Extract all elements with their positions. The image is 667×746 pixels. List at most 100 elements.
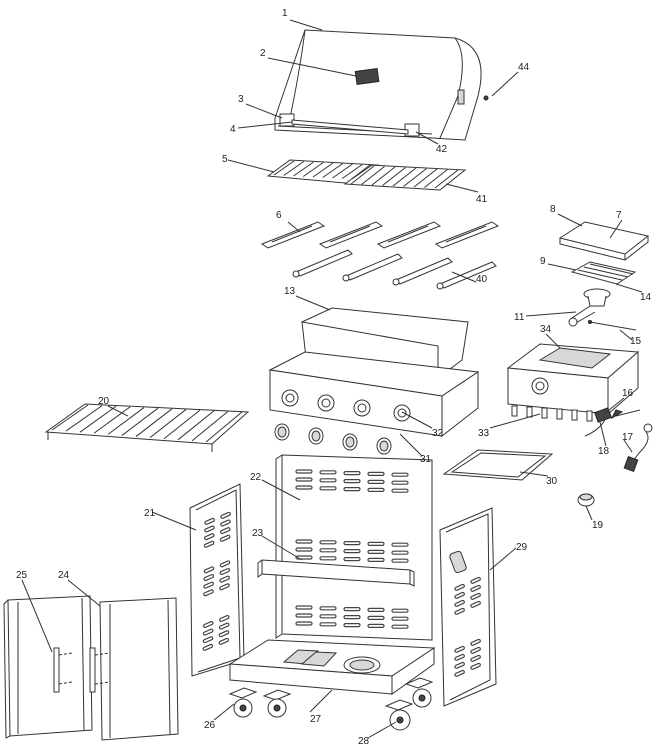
vent-slot — [367, 541, 385, 547]
valve-pin — [541, 407, 548, 419]
part-lid-side-bracket — [457, 89, 465, 105]
vent-slot — [295, 469, 313, 474]
vent-slot — [295, 613, 313, 618]
part-casters — [228, 677, 434, 731]
vent-slot — [319, 486, 337, 491]
control-knob-face — [277, 426, 287, 438]
label-1: 1 — [282, 8, 288, 19]
knob-hole — [357, 403, 367, 413]
grate-bar — [312, 162, 334, 178]
label-15: 15 — [630, 336, 642, 347]
grate-bar — [350, 165, 375, 185]
vent-slot — [343, 479, 361, 484]
grate-bar — [392, 167, 417, 187]
vent-slot — [203, 620, 214, 628]
grate-bar — [424, 169, 448, 188]
heat-shield-ridge — [271, 225, 313, 243]
vent-slot — [391, 616, 409, 621]
vent-slot — [391, 558, 409, 563]
part-side-burner-assembly — [558, 221, 650, 331]
label-44: 44 — [518, 62, 530, 73]
knob-hole — [397, 408, 407, 418]
label-42: 42 — [436, 144, 448, 155]
part-cap — [577, 493, 595, 507]
label-9: 9 — [540, 256, 546, 267]
vent-slot — [319, 478, 337, 483]
part-warming-rack — [44, 403, 250, 452]
vent-slot — [343, 540, 361, 546]
part-doors — [3, 595, 179, 741]
heat-shield — [260, 221, 326, 249]
burner-end — [436, 282, 444, 290]
vent-slot — [203, 574, 215, 582]
knob-hole — [285, 393, 295, 403]
control-knob-face — [311, 430, 321, 442]
part-burners — [292, 249, 497, 290]
vent-slot — [319, 548, 337, 553]
grate-bar — [371, 166, 396, 186]
burner-end — [292, 270, 300, 278]
vent-slot — [470, 592, 481, 600]
valve-pin — [586, 410, 593, 422]
label-20: 20 — [98, 396, 110, 407]
label-28: 28 — [358, 736, 370, 746]
vent-slot — [470, 646, 481, 654]
burner-end — [392, 278, 400, 286]
vent-slot — [367, 471, 385, 476]
grate-bar — [302, 162, 324, 177]
vent-slot — [204, 525, 215, 533]
label-19: 19 — [592, 520, 604, 531]
vent-slot — [454, 669, 465, 677]
part-back-panel — [275, 454, 433, 641]
vent-slot — [219, 614, 230, 622]
part-lid-screw — [483, 95, 489, 101]
vent-slot — [454, 653, 465, 661]
burner-end — [342, 274, 350, 282]
rack-wire — [79, 405, 117, 433]
rack-wire — [163, 409, 201, 440]
part-cross-brace — [257, 559, 415, 587]
vent-slot — [470, 576, 481, 584]
heat-shield-ridge — [387, 225, 429, 243]
vent-slot — [202, 636, 214, 644]
label-13: 13 — [284, 286, 296, 297]
vent-slot — [295, 485, 313, 490]
vent-slot — [343, 548, 361, 554]
vent-slot — [391, 608, 409, 613]
vent-slot — [367, 479, 385, 484]
burner-tube — [295, 249, 353, 277]
label-25: 25 — [16, 570, 28, 581]
grate-bar — [434, 169, 459, 189]
label-41: 41 — [476, 194, 488, 205]
vent-slot — [470, 600, 481, 608]
grate-bar — [332, 163, 353, 179]
vent-slot — [367, 623, 385, 629]
grate-bar — [283, 161, 305, 176]
part-bottom-shelf — [228, 639, 436, 695]
rack-wire — [135, 408, 173, 437]
label-34: 34 — [540, 324, 552, 335]
part-heat-shields — [260, 221, 500, 249]
vent-slot — [218, 630, 230, 638]
vent-slot — [367, 607, 385, 613]
label-30: 30 — [546, 476, 558, 487]
part-right-side-panel — [439, 507, 497, 707]
vent-slot — [295, 555, 313, 560]
label-3: 3 — [238, 94, 244, 105]
part-grease-tray — [442, 449, 554, 481]
vent-slot — [219, 534, 231, 542]
burner-tube — [395, 257, 453, 285]
vent-slot — [203, 533, 215, 541]
rack-wire — [121, 407, 159, 436]
vent-slot — [319, 556, 337, 561]
part-control-knobs — [274, 423, 392, 455]
vent-slot — [454, 607, 465, 615]
part-side-burner-pin — [588, 320, 592, 324]
vent-slot — [391, 624, 409, 629]
part-lid — [274, 29, 489, 141]
part-door-handle-left — [53, 647, 60, 693]
part-cooking-grates — [266, 159, 467, 191]
label-24: 24 — [58, 570, 70, 581]
grate-bar — [403, 168, 427, 187]
